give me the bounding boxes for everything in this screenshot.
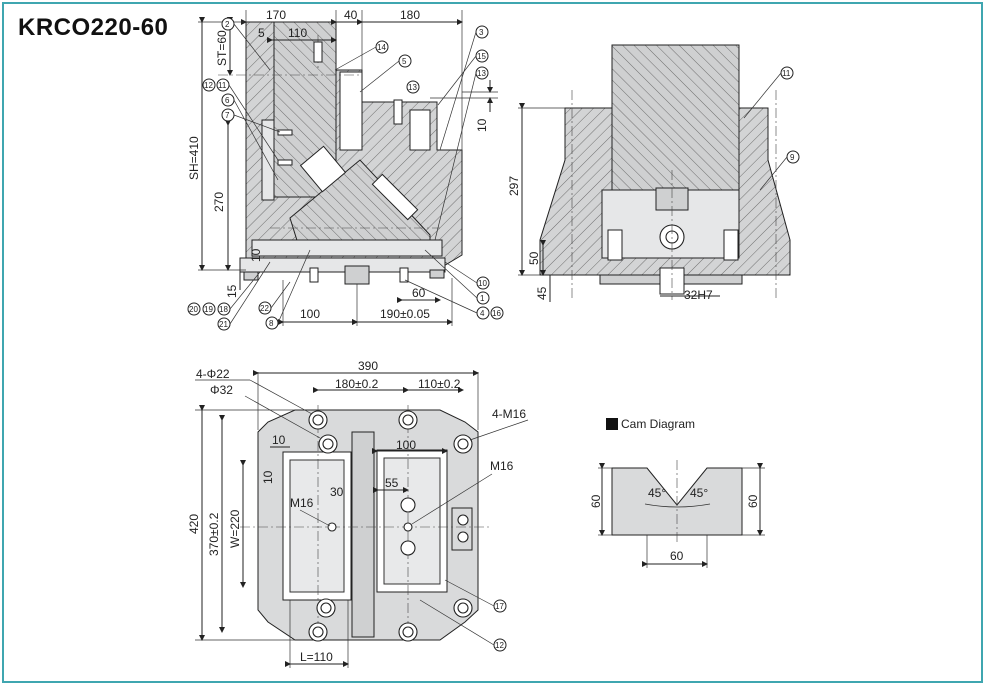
dim-l110: L=110	[300, 650, 333, 664]
dim-st: ST=60	[215, 30, 229, 66]
cam-dim-left: 60	[589, 494, 603, 508]
dim-190: 190±0.05	[380, 307, 430, 321]
svg-text:15: 15	[477, 52, 486, 61]
svg-text:21: 21	[219, 320, 228, 329]
bolt-4	[399, 267, 409, 283]
end-section-view: 297 50 45 32H7 11 9	[507, 44, 800, 302]
svg-text:10: 10	[478, 279, 487, 288]
svg-text:13: 13	[408, 83, 417, 92]
dim-110: 110±0.2	[418, 377, 461, 391]
label-m16-right: M16	[490, 459, 514, 473]
plan-center-rail	[351, 431, 375, 638]
bolt-22	[309, 267, 319, 283]
dim-5: 5	[258, 26, 265, 40]
dim-50: 50	[527, 251, 541, 265]
dim-40: 40	[344, 8, 358, 22]
foot-right	[429, 269, 445, 279]
dim-180: 180	[400, 8, 420, 22]
bottom-plate	[251, 239, 443, 257]
dim-phi32: Φ32	[210, 383, 233, 397]
dim-100: 100	[300, 307, 320, 321]
side-section-view: 170 40 180 5 110 SH=410 270 ST=60 10 15 …	[187, 8, 504, 331]
dim-4-phi22: 4-Φ22	[196, 367, 230, 381]
svg-text:11: 11	[218, 81, 227, 90]
wear-plate	[371, 173, 419, 221]
model-title: KRCO220-60	[18, 14, 169, 41]
svg-text:8: 8	[269, 319, 274, 328]
label-m16-left: M16	[290, 496, 314, 510]
cam-diagram-label: Cam Diagram	[621, 417, 695, 431]
dim-w220: W=220	[228, 509, 242, 548]
dim-15: 15	[225, 284, 239, 298]
dim-30: 30	[330, 485, 344, 499]
plan-side-clamp	[451, 507, 473, 551]
dim-170: 170	[266, 8, 286, 22]
foot-center	[344, 265, 370, 285]
dim-60: 60	[412, 286, 426, 300]
left-gib	[261, 119, 275, 201]
screw-7	[277, 129, 293, 136]
svg-text:4: 4	[480, 309, 485, 318]
balloon-17: 17	[495, 602, 504, 611]
svg-text:19: 19	[204, 305, 213, 314]
plan-view: 390 4-Φ22 Φ32 180±0.2 110±0.2 4-M16 10 1…	[187, 359, 529, 668]
dim-55: 55	[385, 476, 399, 490]
dim-110: 110	[288, 26, 307, 40]
dim-10-top: 10	[272, 433, 286, 447]
dim-sh: SH=410	[187, 136, 201, 180]
dim-45: 45	[535, 286, 549, 300]
base-plate	[239, 257, 446, 273]
dim-390: 390	[358, 359, 378, 373]
cam-diagram: Cam Diagram 45° 45° 60 60 60	[589, 417, 765, 568]
cam-diagram-marker	[606, 418, 618, 430]
cam-angle-left: 45°	[648, 486, 666, 500]
dim-297: 297	[507, 176, 521, 196]
dim-4-m16: 4-M16	[492, 407, 526, 421]
bolt-13	[393, 99, 403, 125]
svg-text:13: 13	[477, 69, 486, 78]
balloon-11: 11	[782, 69, 791, 78]
cam-angle-right: 45°	[690, 486, 708, 500]
dim-10-left: 10	[249, 248, 263, 262]
foot-left	[243, 271, 259, 281]
svg-text:6: 6	[225, 96, 230, 105]
plan-holes	[308, 410, 473, 642]
svg-text:20: 20	[189, 305, 198, 314]
balloon-9: 9	[790, 153, 795, 162]
svg-text:16: 16	[492, 309, 501, 318]
svg-text:7: 7	[225, 111, 230, 120]
dim-180: 180±0.2	[335, 377, 379, 391]
svg-text:14: 14	[377, 43, 386, 52]
cam-guide	[299, 145, 347, 193]
dim-32h7: 32H7	[684, 288, 713, 302]
bolt-14	[313, 41, 323, 63]
balloon-12: 12	[495, 641, 504, 650]
screw-11	[277, 159, 293, 166]
svg-text:1: 1	[480, 294, 485, 303]
dim-10-side: 10	[261, 470, 275, 484]
svg-text:12: 12	[204, 81, 213, 90]
svg-text:18: 18	[219, 305, 228, 314]
dim-420: 420	[187, 514, 201, 534]
dim-370: 370±0.2	[207, 512, 221, 556]
balloons-side: 2 14 5 12 11 6 7 13 3 15 13 10 1 4 16 22…	[187, 17, 504, 331]
svg-text:2: 2	[225, 20, 230, 29]
cam-plate	[339, 71, 363, 151]
svg-text:3: 3	[479, 28, 484, 37]
cam-dim-bottom: 60	[670, 549, 684, 563]
right-insert	[409, 109, 431, 151]
dim-270: 270	[212, 192, 226, 212]
cam-profile	[611, 467, 743, 536]
svg-text:5: 5	[402, 57, 407, 66]
cam-dim-right: 60	[746, 494, 760, 508]
dim-100: 100	[396, 438, 416, 452]
end-slider	[611, 44, 740, 191]
dim-10-right: 10	[475, 118, 489, 132]
svg-text:22: 22	[260, 304, 269, 313]
